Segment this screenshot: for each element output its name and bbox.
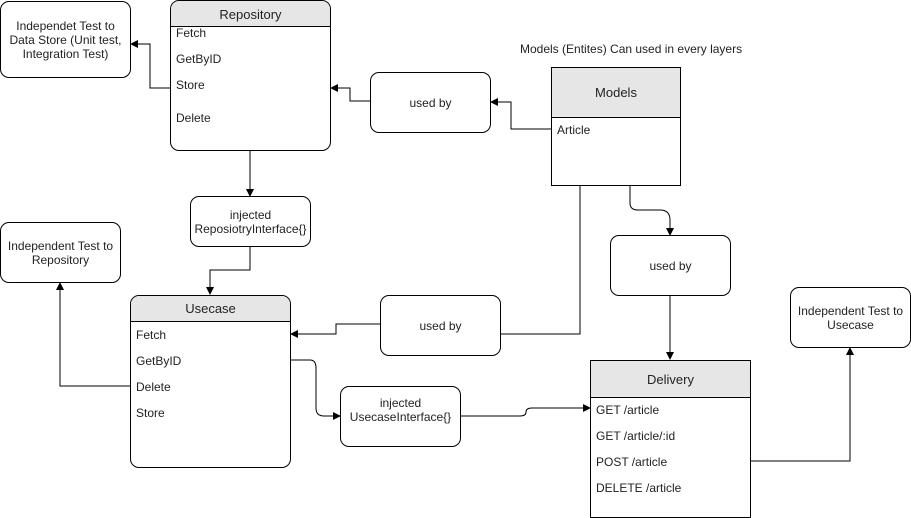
models-to-usedby-delivery-arrow [629, 186, 674, 236]
usecase-title: Usecase [131, 296, 290, 322]
used-by-delivery-text: used by [649, 258, 692, 273]
delivery-card: Delivery GET /article GET /article/:id P… [590, 360, 751, 518]
usecase-interface-inject-note: injected UsecaseInterface{} [340, 386, 461, 447]
models-card: Models Article [551, 67, 681, 186]
repository-item-getbyid: GetByID [176, 52, 222, 66]
usecase-item-store: Store [136, 406, 165, 420]
models-item-article: Article [557, 123, 591, 137]
usedby-to-usecase-arrow [290, 323, 380, 338]
used-by-repository-text: used by [409, 95, 452, 110]
repository-card: Repository Fetch GetByID Store Delete [170, 0, 331, 151]
repository-item-store: Store [176, 78, 205, 92]
inject-to-usecase-arrow [206, 246, 251, 295]
repository-test-note: Independent Test to Repository [0, 222, 121, 283]
models-title: Models [552, 68, 680, 118]
repository-test-note-text: Independent Test to Repository [7, 239, 114, 267]
inject-to-delivery-arrow [461, 404, 591, 417]
usedby-to-repo-arrow [330, 84, 370, 102]
usecase-item-fetch: Fetch [136, 328, 167, 342]
models-caption: Models (Entites) Can used in every layer… [520, 42, 743, 56]
usecase-test-note: Independent Test to Usecase [790, 287, 911, 348]
usecase-to-inject-arrow [291, 359, 341, 420]
datastore-test-note-text: Independet Test to Data Store (Unit test… [9, 18, 122, 61]
delivery-item-get-one: GET /article/:id [596, 429, 676, 443]
datastore-test-note: Independet Test to Data Store (Unit test… [0, 1, 131, 78]
repository-interface-inject-text: injected ReposiotryInterface{} [194, 207, 307, 236]
repository-item-delete: Delete [176, 111, 211, 125]
usecase-item-delete: Delete [136, 380, 171, 394]
delivery-to-usecase-test-arrow [751, 347, 854, 462]
repository-title: Repository [171, 1, 330, 27]
usecase-item-getbyid: GetByID [136, 354, 182, 368]
usecase-interface-inject-text: injected UsecaseInterface{} [349, 396, 452, 424]
delivery-item-get-list: GET /article [596, 403, 660, 417]
usecase-to-repo-test-arrow [56, 282, 130, 387]
models-to-usedby-repo-arrow [490, 98, 551, 130]
usecase-test-note-text: Independent Test to Usecase [797, 304, 904, 332]
used-by-usecase-note: used by [380, 295, 501, 356]
repository-interface-inject-note: injected ReposiotryInterface{} [190, 196, 311, 247]
used-by-usecase-text: used by [419, 318, 462, 333]
delivery-item-delete: DELETE /article [596, 481, 682, 495]
models-to-usedby-usecase-line [499, 186, 581, 335]
repository-item-fetch: Fetch [176, 26, 207, 40]
used-by-delivery-note: used by [610, 235, 731, 296]
delivery-title: Delivery [591, 361, 750, 398]
used-by-repository-note: used by [370, 72, 491, 133]
usecase-card: Usecase Fetch GetByID Delete Store [130, 295, 291, 468]
delivery-item-post: POST /article [596, 455, 668, 469]
repo-to-datastore-test-arrow [130, 40, 170, 89]
